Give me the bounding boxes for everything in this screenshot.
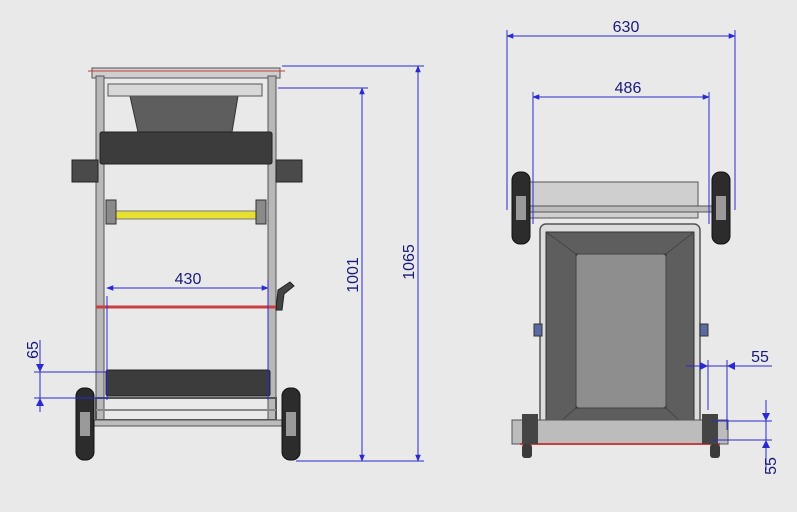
left-wheel-hub xyxy=(80,412,90,436)
left-upright xyxy=(95,75,105,427)
tub-floor xyxy=(575,253,667,409)
left-big-wheel-hub xyxy=(516,196,526,220)
right-handle xyxy=(275,159,303,183)
right-wheel-hub xyxy=(286,412,296,436)
front-base xyxy=(511,419,729,445)
lever-handle xyxy=(275,281,295,311)
rear-axle xyxy=(511,205,729,213)
rear-frame xyxy=(529,181,699,219)
top-plate xyxy=(91,67,281,79)
left-caster-mount xyxy=(522,414,538,444)
left-side-knob xyxy=(533,323,543,337)
dim-label-486: 486 xyxy=(615,80,642,97)
right-big-wheel-hub xyxy=(716,196,726,220)
yellow-crossbar xyxy=(111,210,261,220)
dim-label-430: 430 xyxy=(175,271,202,288)
top-view-cart xyxy=(511,171,731,458)
top-view-dimensions: 630 486 55 55 xyxy=(506,19,780,475)
dim-label-55-bottom: 55 xyxy=(763,457,780,475)
left-small-wheel xyxy=(522,444,532,458)
right-side-knob xyxy=(699,323,709,337)
left-handle xyxy=(71,159,99,183)
axle xyxy=(79,419,293,427)
upper-tray xyxy=(99,131,273,165)
dim-label-1065: 1065 xyxy=(401,244,418,280)
lower-tray xyxy=(105,369,271,397)
dim-label-630: 630 xyxy=(613,19,640,36)
dim-label-1001: 1001 xyxy=(345,257,362,293)
hopper-rim xyxy=(107,83,263,97)
right-small-wheel xyxy=(710,444,720,458)
left-clamp xyxy=(105,199,117,225)
dim-label-65: 65 xyxy=(25,341,42,359)
dim-label-55-side: 55 xyxy=(751,349,769,366)
front-view-cart xyxy=(71,67,303,461)
front-view-dimensions: 430 65 1001 1065 xyxy=(25,65,424,462)
right-clamp xyxy=(255,199,267,225)
